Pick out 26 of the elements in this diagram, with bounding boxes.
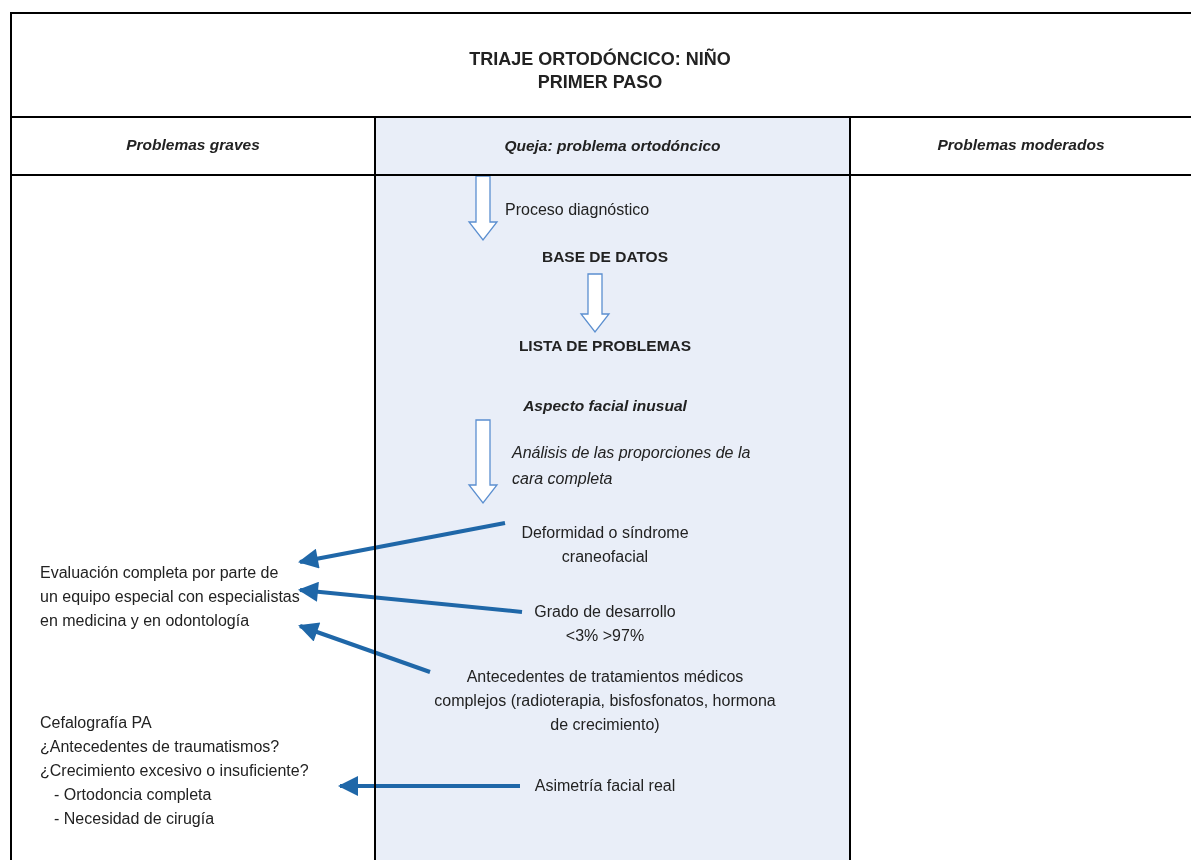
arrow	[298, 521, 506, 569]
heading-text: LISTA DE PROBLEMAS	[517, 336, 693, 356]
hollow-arrow	[579, 273, 611, 334]
diagram-title: TRIAJE ORTODÓNCICO: NIÑO PRIMER PASO	[468, 48, 732, 94]
hollow-arrow	[467, 175, 499, 242]
finding-text: Grado de desarrollo <3% >97%	[533, 602, 677, 646]
hollow-arrow	[467, 419, 499, 505]
note-text: - Necesidad de cirugía	[53, 809, 216, 829]
edge-label: Proceso diagnóstico	[505, 200, 651, 220]
heading-text: BASE DE DATOS	[541, 247, 669, 267]
finding-text: Deformidad o síndrome craneofacial	[520, 523, 690, 567]
arrow	[338, 776, 520, 796]
column-heading: Problemas moderados	[936, 136, 1106, 154]
finding-text: Antecedentes de tratamientos médicos complejos (radioterapia, bisfosfonatos, hormona de crecimiento)	[433, 667, 777, 735]
edge-label: Análisis de las proporciones de la cara completa	[512, 443, 752, 489]
note-text: ¿Crecimiento excesivo o insuficiente?	[40, 761, 310, 781]
finding-text: Evaluación completa por parte de un equipo especial con especialistas en medicina y en odontología	[40, 563, 300, 631]
note-text: - Ortodoncia completa	[53, 785, 213, 805]
finding-text: Asimetría facial real	[533, 776, 677, 796]
note-text: ¿Antecedentes de traumatismos?	[40, 737, 281, 757]
arrow	[298, 581, 523, 614]
column-heading: Problemas graves	[125, 136, 261, 154]
column-heading: Queja: problema ortodóncico	[503, 137, 722, 155]
finding-text: Aspecto facial inusual	[522, 396, 688, 416]
note-text: Cefalografía PA	[40, 713, 153, 733]
arrow	[298, 622, 431, 674]
